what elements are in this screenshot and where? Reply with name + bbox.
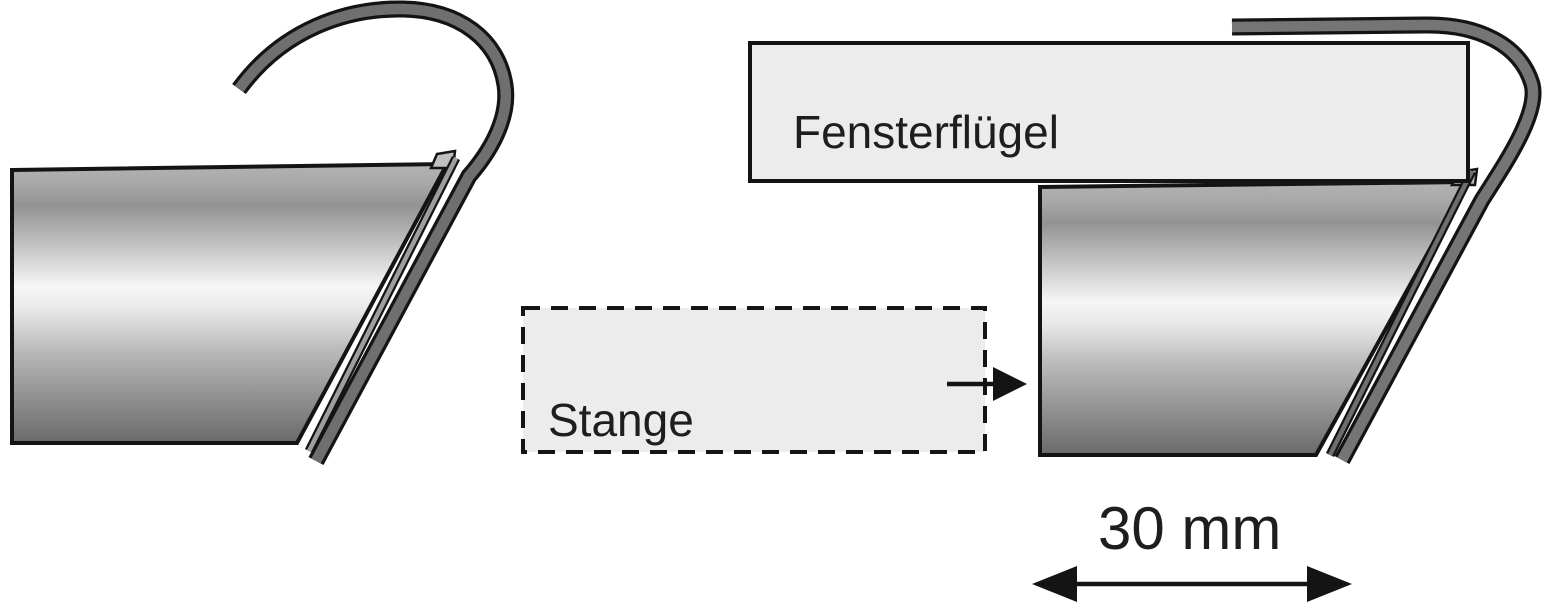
figure-hook-mounted: Fensterflügel Stange 30 mm: [521, 16, 1542, 602]
rod-box: [521, 306, 987, 454]
rod-label-box: Stange: [521, 306, 987, 454]
dimension-30mm: 30 mm: [1032, 495, 1352, 602]
dimension-label: 30 mm: [1098, 495, 1281, 562]
window-sash-label: Fensterflügel: [793, 106, 1059, 158]
sash-flange-left: [304, 155, 461, 454]
sash-flange-left-core: [306, 156, 459, 453]
hook-band-left-core: [234, 3, 512, 464]
window-sash-label-box: Fensterflügel: [748, 41, 1470, 183]
sash-flange-right-core: [1327, 169, 1475, 457]
figure-hook-open: [10, 0, 515, 466]
window-sash-box: [748, 41, 1470, 183]
sash-profile-right: [1038, 179, 1471, 457]
sash-flange-right: [1325, 168, 1477, 458]
rod-insert-arrow: [947, 367, 1027, 401]
dimension-arrowhead-left-icon: [1032, 566, 1077, 602]
rod-insert-arrowhead-icon: [993, 367, 1027, 401]
sash-profile-left: [10, 161, 451, 445]
hook-band-right: [1231, 16, 1542, 465]
hook-band-right-core: [1231, 19, 1539, 463]
dimension-arrowhead-right-icon: [1307, 566, 1352, 602]
hook-band-left: [232, 0, 515, 466]
rod-label: Stange: [548, 394, 694, 446]
